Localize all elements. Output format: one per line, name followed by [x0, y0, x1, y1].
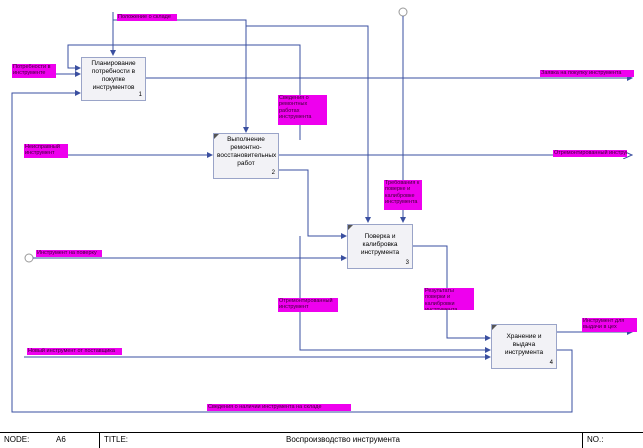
box-corner-icon: [214, 134, 219, 139]
title-value: Воспроизводство инструмента: [286, 435, 400, 444]
title-cell: TITLE: Воспроизводство инструмента: [100, 433, 583, 448]
label-left-input-1: Потребности в инструменте: [12, 64, 56, 78]
label-output-2: Отремонтированный инструмент: [553, 150, 627, 157]
title-label: TITLE:: [104, 435, 129, 444]
arrow-control-box3: [246, 25, 371, 223]
node-value: A6: [56, 435, 66, 444]
activity-box-3-number: 3: [405, 260, 409, 266]
tunnel-dot-top: [398, 7, 408, 17]
label-mid-3: Требования к поверке и калибровке инстру…: [384, 180, 422, 210]
arrow-loop-box1: [67, 44, 301, 140]
activity-box-1[interactable]: Планирование потребности в покупке инстр…: [81, 57, 146, 101]
number-label: NO.:: [587, 435, 604, 444]
label-left-input-2: Неисправный инструмент: [24, 144, 68, 158]
number-cell: NO.:: [583, 433, 643, 448]
arrow-box2-box3: [279, 169, 347, 239]
label-output-4: Инструмент для выдачи в цех: [582, 318, 637, 332]
title-block: NODE: A6 TITLE: Воспроизводство инструме…: [0, 432, 643, 448]
label-left-input-3: Инструмент на поверку: [36, 250, 102, 257]
activity-box-4-number: 4: [549, 360, 553, 366]
label-top-control: Положение о складе: [117, 14, 177, 21]
label-mid-2: Отремонтированный инструмент: [278, 298, 338, 312]
tunnel-dot-left: [24, 253, 34, 263]
activity-box-3-text: Поверка и калибровка инструмента: [360, 233, 400, 256]
activity-box-2[interactable]: Выполнение ремонтно-восстановительных ра…: [213, 133, 279, 179]
activity-box-2-text: Выполнение ремонтно-восстановительных ра…: [217, 136, 277, 167]
activity-box-4[interactable]: Хранение и выдача инструмента 4: [491, 324, 557, 369]
label-feedback: Сведения о наличии инструмента на складе: [207, 404, 351, 411]
box-corner-icon: [492, 325, 497, 330]
box-corner-icon: [348, 225, 353, 230]
label-output-1: Заявка на покупку инструмента: [540, 70, 634, 77]
activity-box-3[interactable]: Поверка и калибровка инструмента 3: [347, 224, 413, 269]
node-label: NODE:: [4, 435, 30, 444]
label-mid-1: Сведения о ремонтных работах инструмента: [278, 95, 327, 125]
activity-box-1-number: 1: [138, 92, 142, 98]
activity-box-1-text: Планирование потребности в покупке инстр…: [91, 60, 136, 91]
arrows-layer: [11, 7, 633, 413]
activity-box-4-text: Хранение и выдача инструмента: [504, 333, 544, 356]
label-left-input-4: Новый инструмент от поставщика: [27, 348, 122, 355]
arrow-feedback-box1: [11, 90, 573, 413]
label-mid-4: Результаты поверки и калибровки инструме…: [424, 288, 474, 310]
node-cell: NODE: A6: [0, 433, 100, 448]
arrow-box2-box4: [299, 236, 491, 353]
activity-box-2-number: 2: [271, 170, 275, 176]
